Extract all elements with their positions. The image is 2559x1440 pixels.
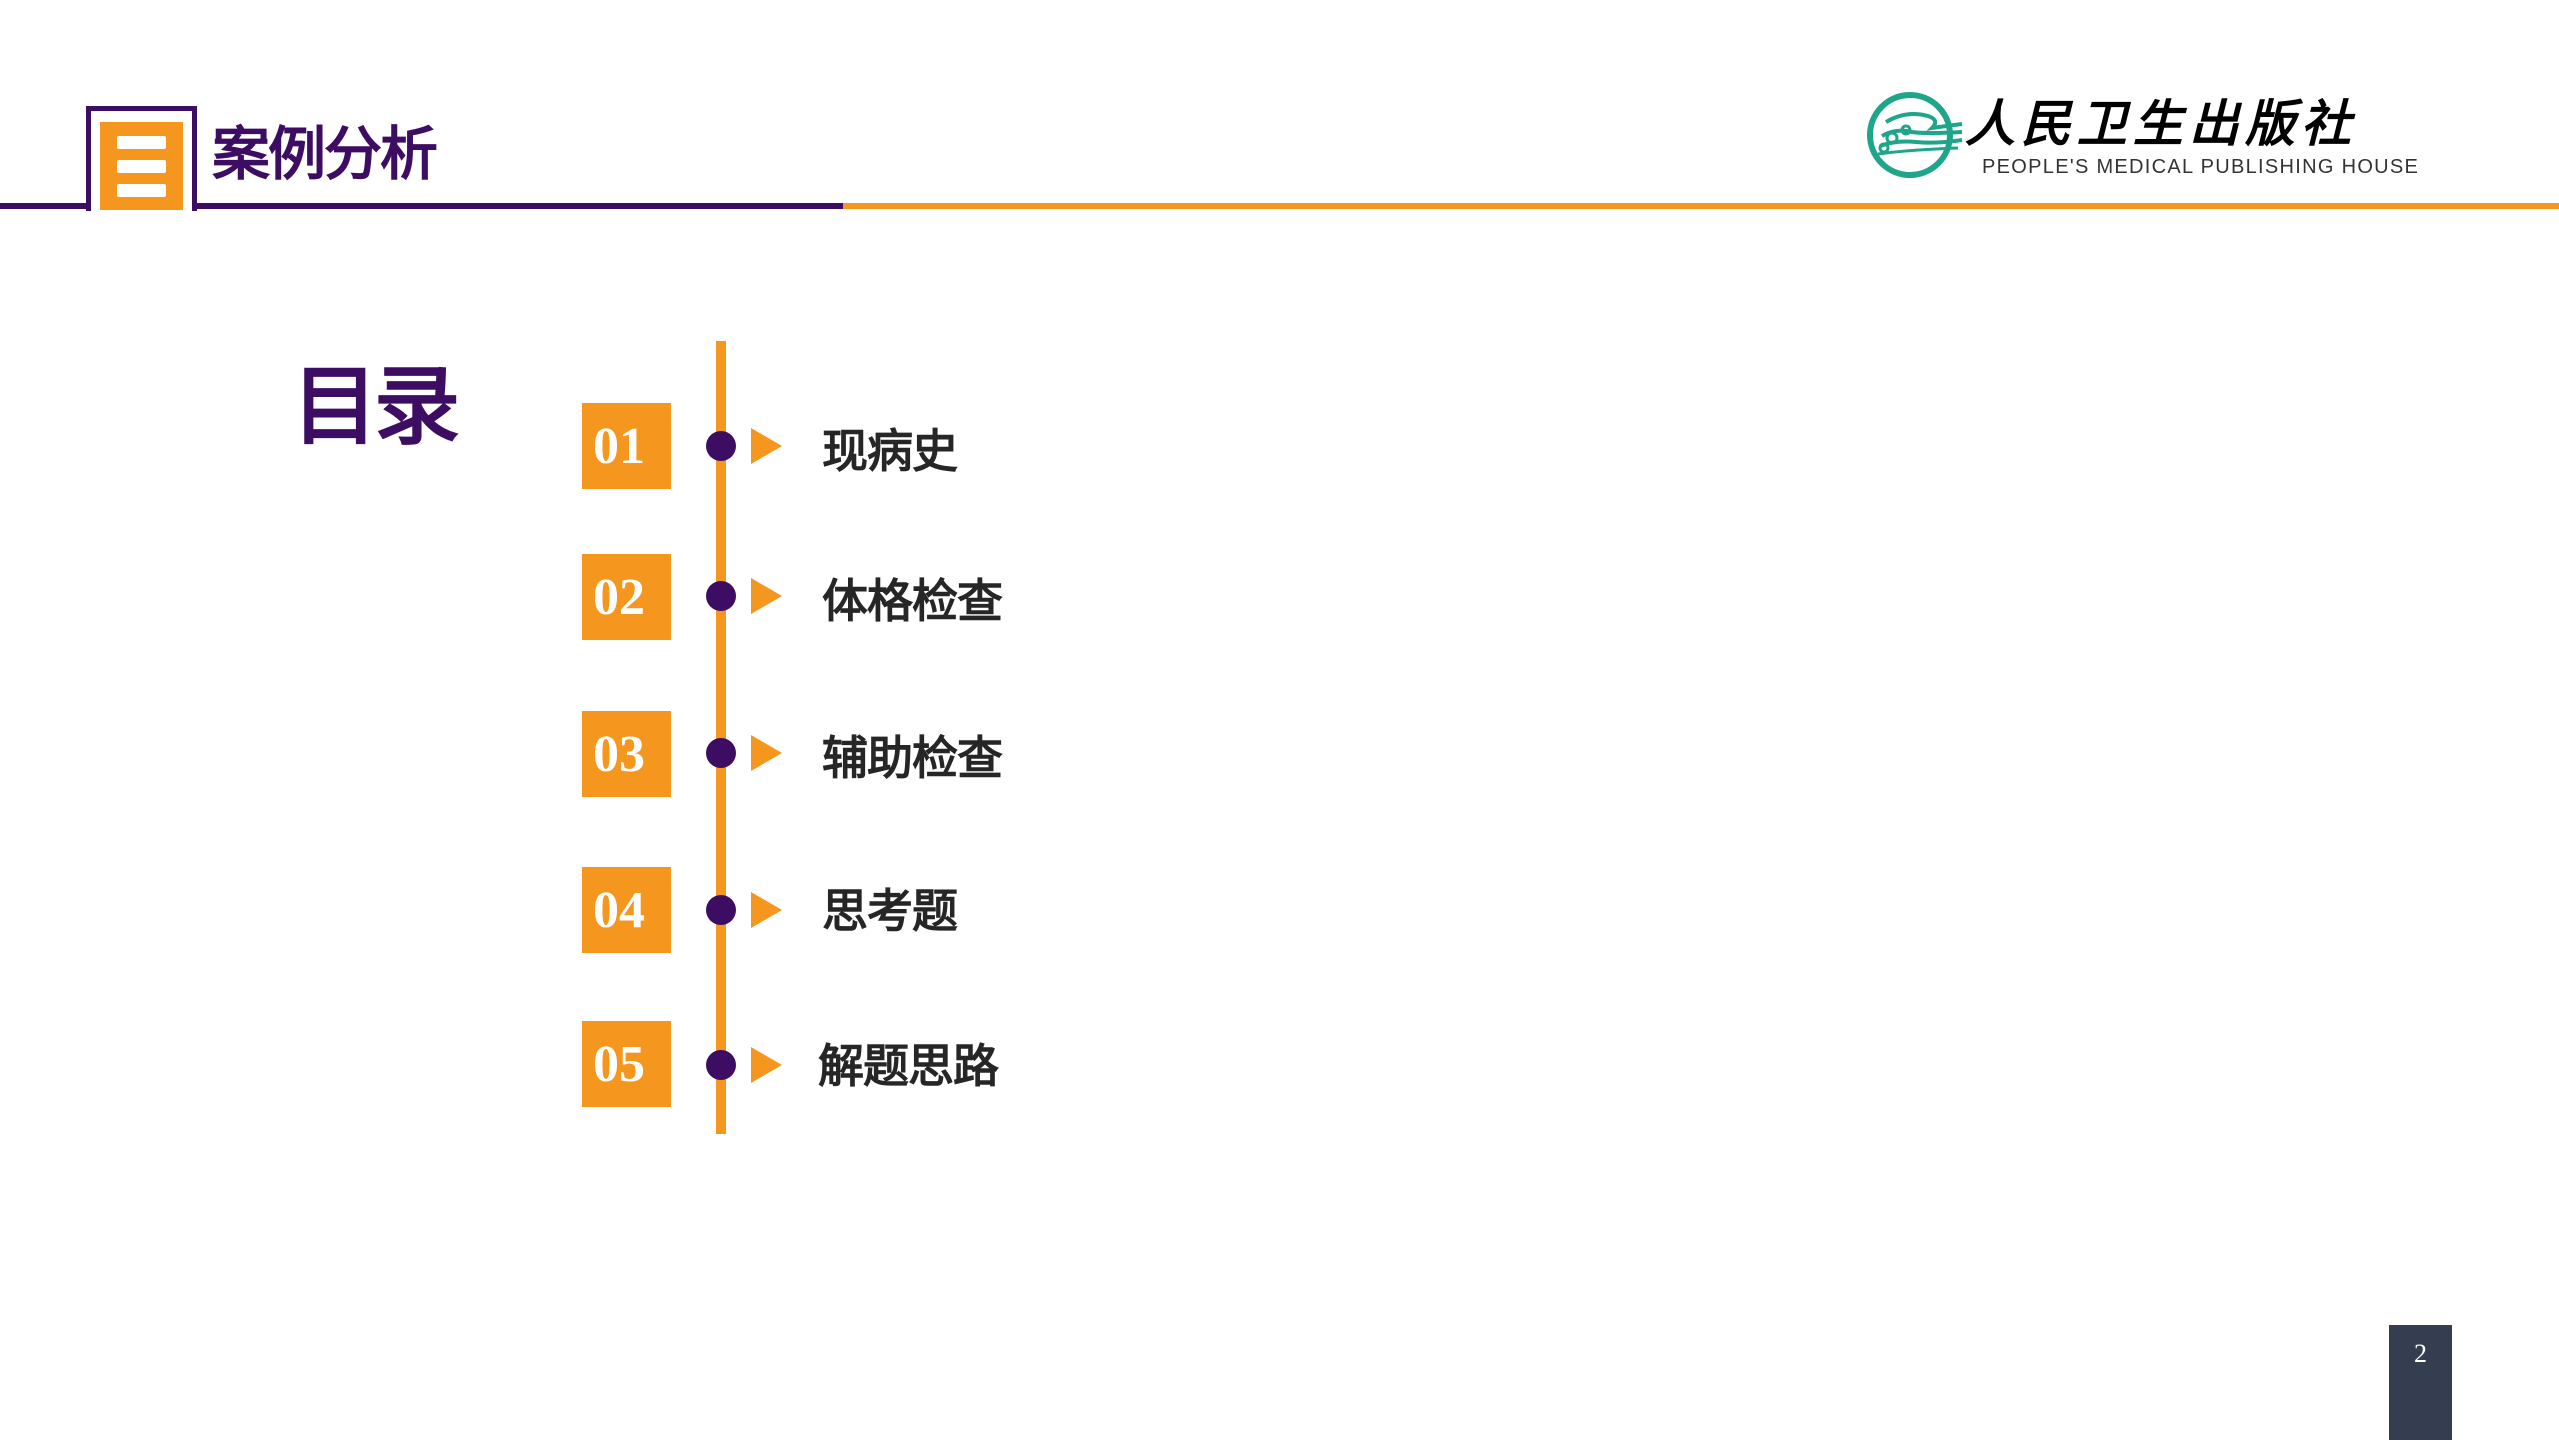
arrow-right-icon (751, 578, 782, 614)
menu-line (117, 160, 166, 173)
page-number: 2 (2414, 1339, 2427, 1368)
timeline-dot-icon (706, 581, 736, 611)
toc-item-physical-exam[interactable]: 体格检查 (822, 574, 1003, 628)
toc-number-box: 04 (582, 867, 671, 953)
pmph-emblem-icon (1866, 88, 1966, 184)
header-divider-orange (843, 203, 2559, 209)
menu-line (117, 184, 166, 197)
toc-number-box: 02 (582, 554, 671, 640)
toc-title: 目录 (292, 357, 460, 457)
timeline-dot-icon (706, 895, 736, 925)
timeline-dot-icon (706, 738, 736, 768)
toc-item-auxiliary-exam[interactable]: 辅助检查 (822, 731, 1003, 785)
arrow-right-icon (751, 1047, 782, 1083)
toc-item-questions[interactable]: 思考题 (822, 884, 958, 938)
timeline-dot-icon (706, 1050, 736, 1080)
arrow-right-icon (751, 892, 782, 928)
page-number-badge: 2 (2389, 1325, 2452, 1440)
header-divider-purple (0, 203, 843, 209)
publisher-name-cn: 人民卫生出版社 (1965, 94, 2357, 153)
menu-lines-icon (100, 122, 183, 210)
arrow-right-icon (751, 735, 782, 771)
section-title: 案例分析 (212, 120, 438, 188)
menu-line (117, 136, 166, 149)
toc-number-box: 01 (582, 403, 671, 489)
toc-item-history[interactable]: 现病史 (822, 424, 958, 478)
timeline-dot-icon (706, 431, 736, 461)
timeline-line (716, 341, 726, 1134)
toc-number-box: 03 (582, 711, 671, 797)
toc-item-solution-approach[interactable]: 解题思路 (818, 1039, 999, 1093)
arrow-right-icon (751, 428, 782, 464)
publisher-name-en: PEOPLE'S MEDICAL PUBLISHING HOUSE (1982, 156, 2420, 178)
toc-number-box: 05 (582, 1021, 671, 1107)
